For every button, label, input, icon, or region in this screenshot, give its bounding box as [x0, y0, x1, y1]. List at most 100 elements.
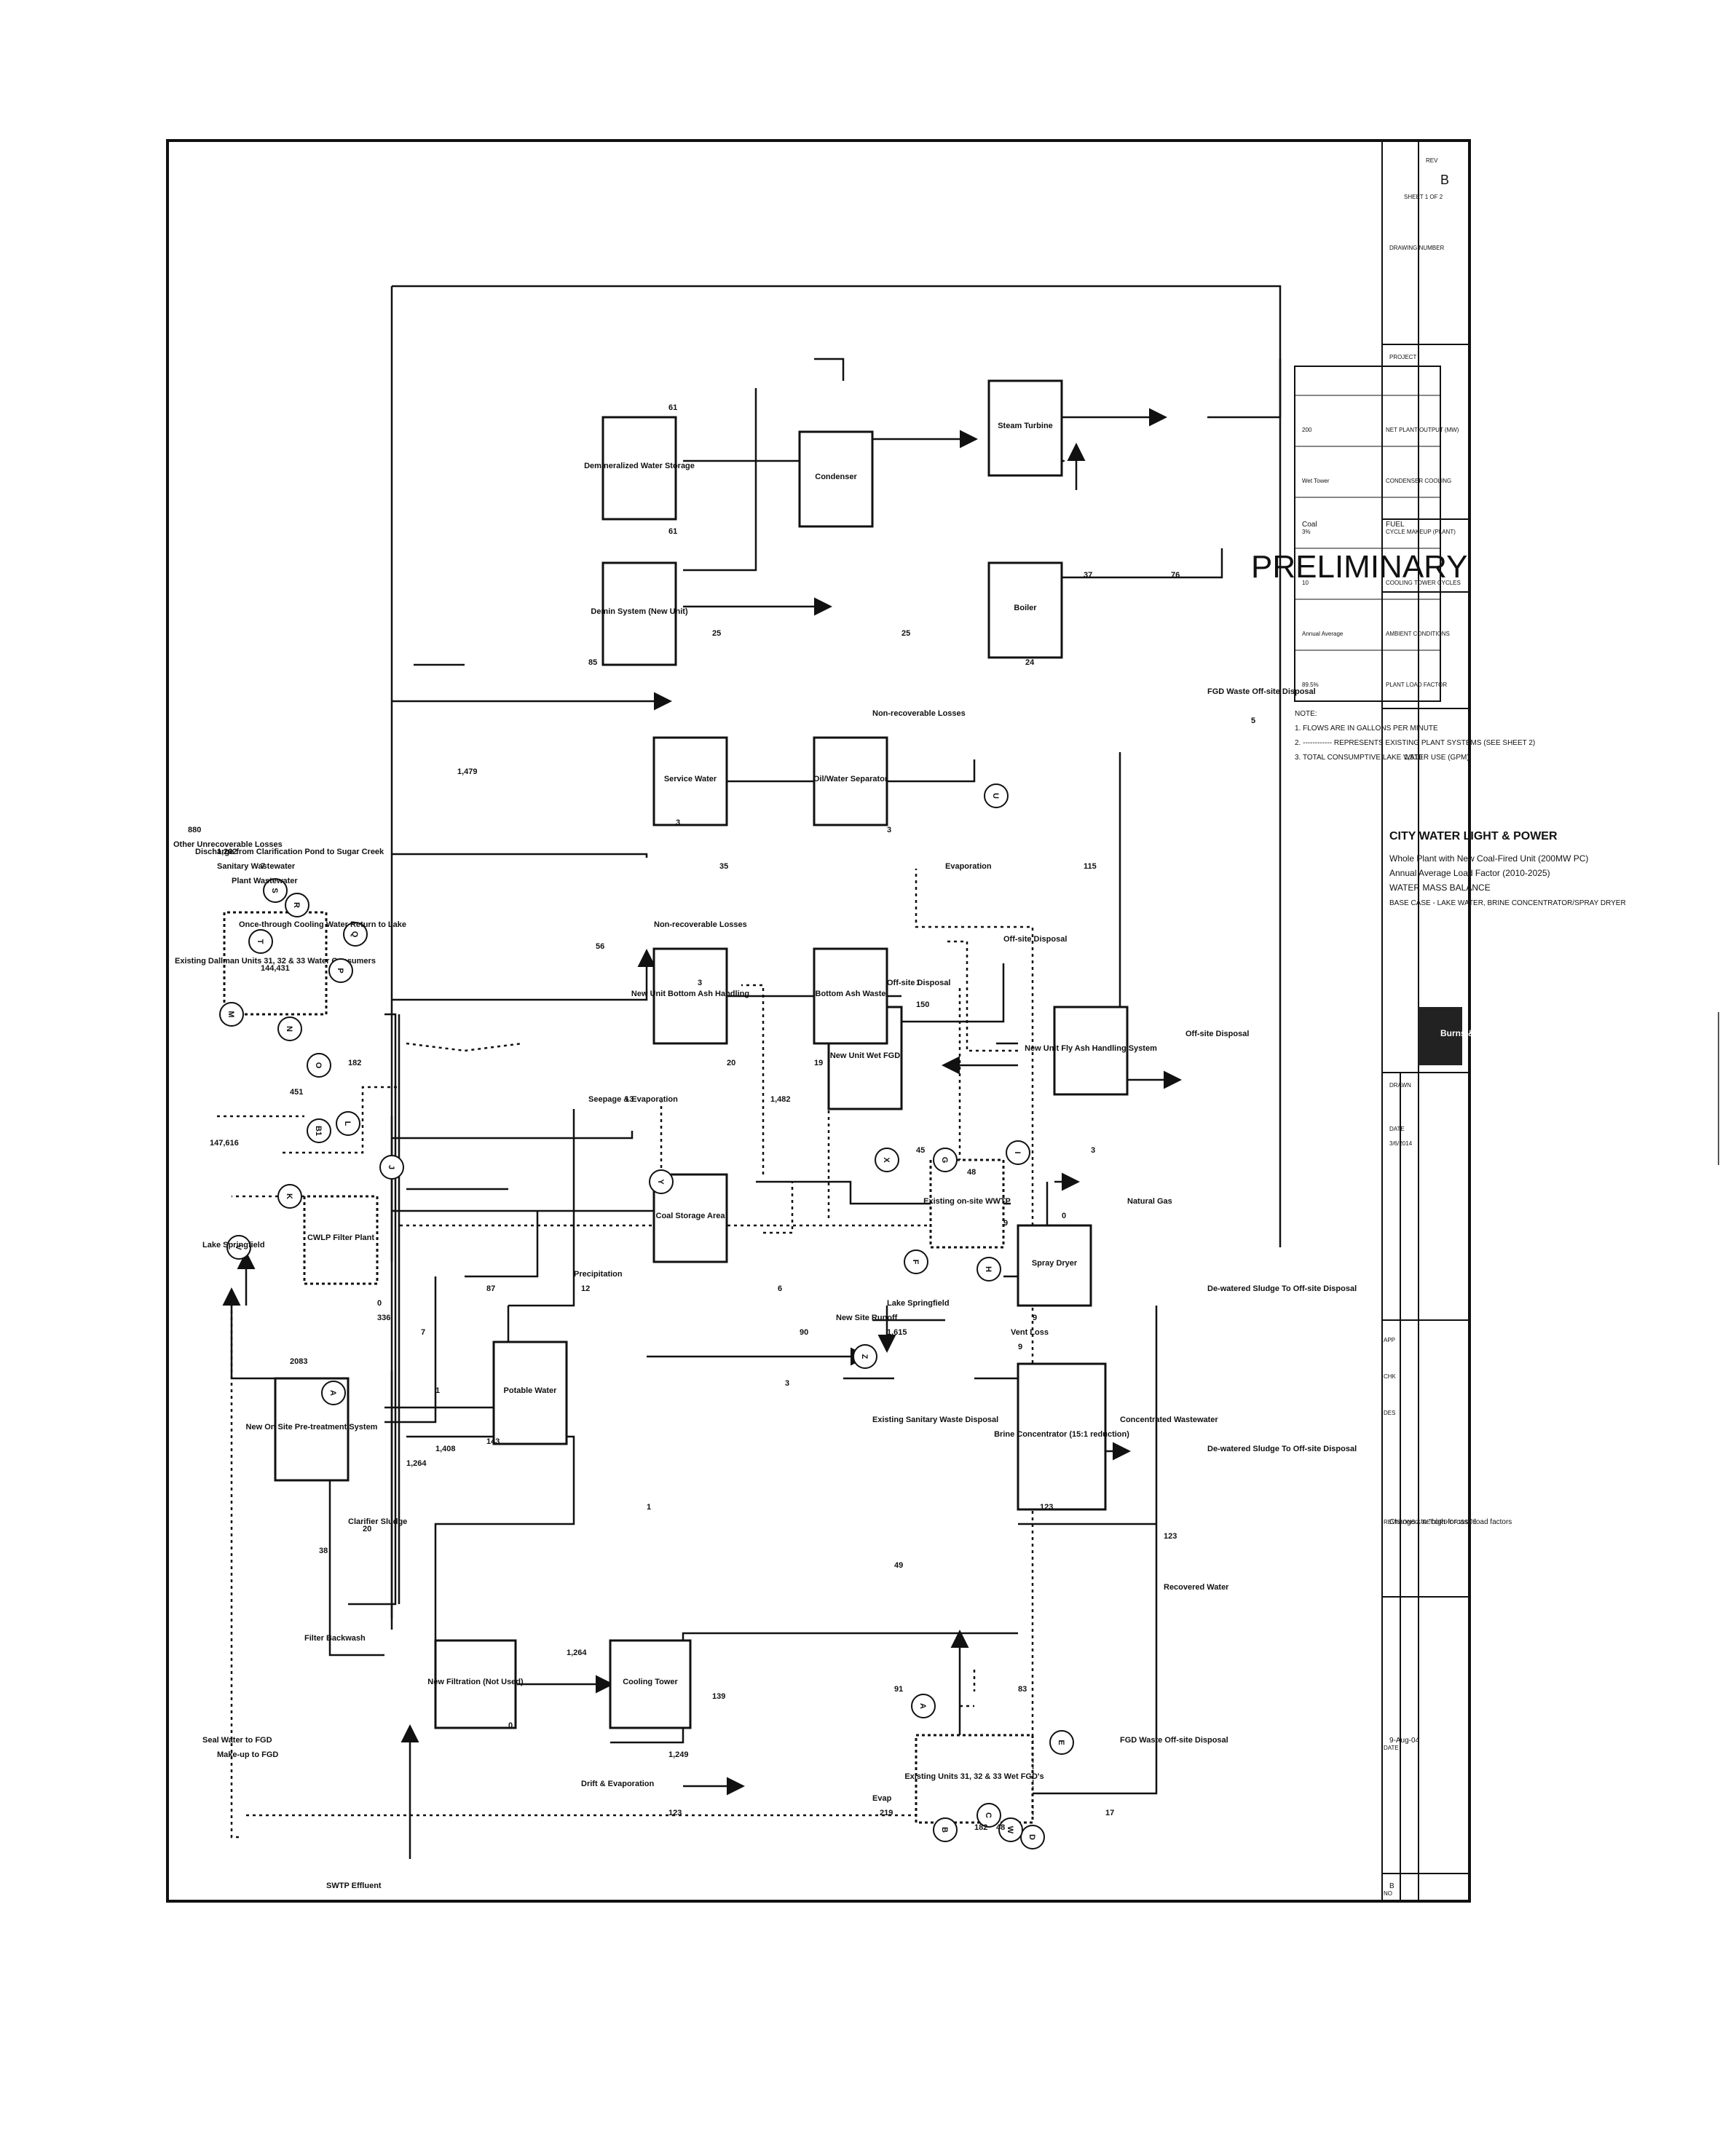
svg-text:Coal Storage Area: Coal Storage Area	[656, 1212, 726, 1220]
notes-title: NOTE:	[1295, 710, 1317, 718]
flow-value: 3	[676, 818, 680, 827]
connector-circle: I	[1006, 1140, 1030, 1165]
rev-label: REV	[1426, 157, 1438, 164]
flow-value: 13	[625, 1095, 634, 1104]
flow-value: 0	[508, 1721, 513, 1730]
flow-value: 12	[581, 1284, 590, 1293]
connector-circle: O	[307, 1053, 331, 1078]
connector-circle: J	[379, 1155, 404, 1180]
title-line-3: WATER MASS BALANCE	[1389, 883, 1491, 893]
fuel-table: FUEL Coal NET PLANT OUTPUT (MW) 200 COND…	[1294, 366, 1461, 702]
svg-text:Demin System (New Unit): Demin System (New Unit)	[591, 607, 688, 616]
flow-value: 1	[435, 1386, 440, 1395]
svg-text:H: H	[984, 1266, 993, 1272]
connector-circle: S	[263, 878, 288, 903]
filter-backwash-label: Filter Backwash	[304, 1634, 366, 1643]
connector-circle: H	[976, 1257, 1001, 1282]
drift-evaporation-label: Drift & Evaporation	[581, 1780, 655, 1788]
service-water-box: Service Water	[652, 736, 728, 826]
flow-value: 1	[647, 1503, 651, 1512]
svg-text:New Unit Wet FGD: New Unit Wet FGD	[830, 1051, 900, 1060]
vent-loss-label: Vent Loss	[1011, 1328, 1049, 1337]
brine-concentrator-box: Brine Concentrator (15:1 reduction)	[994, 1362, 1129, 1511]
flow-value: 3	[887, 826, 891, 834]
svg-text:O: O	[314, 1062, 323, 1069]
svg-text:A: A	[918, 1703, 927, 1709]
rev-value: B	[1440, 173, 1449, 187]
svg-text:Spray Dryer: Spray Dryer	[1032, 1259, 1078, 1268]
flow-value: 336	[377, 1314, 390, 1322]
sanitary-wastewater-label: Sanitary Wastewater	[217, 862, 296, 871]
flow-value: 25	[901, 629, 910, 638]
flow-value: 0	[377, 1299, 382, 1308]
flow-value: 1,202	[217, 848, 237, 856]
flow-value: 219	[880, 1809, 893, 1817]
connector-circle: T	[248, 929, 273, 954]
flow-value: 147,616	[210, 1139, 239, 1148]
svg-text:A: A	[328, 1390, 337, 1396]
connector-circle: A	[911, 1694, 936, 1718]
fuel-row-label: COOLING TOWER CYCLES	[1386, 580, 1461, 586]
connector-circle: F	[904, 1249, 928, 1274]
connector-circle: Y	[649, 1169, 674, 1194]
svg-text:CWLP Filter Plant: CWLP Filter Plant	[307, 1233, 374, 1242]
des-col-label: DES	[1384, 1410, 1395, 1416]
flow-value: 451	[290, 1088, 303, 1097]
flow-value: 9	[1003, 1219, 1008, 1228]
connector-circle: P	[328, 958, 353, 983]
client-name: CITY WATER LIGHT & POWER	[1389, 830, 1558, 842]
svg-text:M: M	[226, 1011, 235, 1017]
fuel-header-value: Coal	[1302, 521, 1317, 529]
date-value: 3/6/2014	[1389, 1140, 1413, 1147]
svg-text:Service Water: Service Water	[664, 775, 717, 783]
svg-text:D: D	[1027, 1834, 1036, 1840]
svg-text:G: G	[940, 1157, 949, 1164]
connector-circle: L	[336, 1111, 360, 1136]
connector-circle: R	[285, 893, 309, 917]
flow-value: 25	[712, 629, 721, 638]
title-block-text: CITY WATER LIGHT & POWER Whole Plant wit…	[1384, 157, 1626, 1897]
dewatered-sludge-1-label: De-watered Sludge To Off-site Disposal	[1207, 1445, 1357, 1453]
flow-value: 1,479	[457, 767, 478, 776]
sheet-label: SHEET 1 OF 2	[1404, 194, 1443, 200]
note-3: 3. TOTAL CONSUMPTIVE LAKE WATER USE (GPM…	[1295, 754, 1471, 762]
plant-wastewater-label: Plant Wastewater	[232, 877, 298, 885]
svg-text:I: I	[1013, 1151, 1022, 1153]
clarifier-sludge-label: Clarifier Sludge	[348, 1517, 407, 1526]
flow-value: 37	[1084, 571, 1092, 580]
seal-water-label: Seal Water to FGD	[202, 1736, 272, 1745]
flow-value: 90	[800, 1328, 808, 1337]
flow-value: 61	[668, 403, 677, 412]
flow-value: 35	[719, 862, 728, 871]
connector-circle: M	[219, 1002, 244, 1027]
flow-value: 0	[1062, 1212, 1066, 1220]
connector-circle: Z	[853, 1344, 877, 1369]
fuel-row-value: 200	[1302, 427, 1312, 433]
svg-text:C: C	[984, 1812, 993, 1818]
pretreatment-box: New On Site Pre-treatment System	[246, 1377, 378, 1482]
svg-text:Existing Dallman Units 31, 32: Existing Dallman Units 31, 32 & 33 Water…	[175, 957, 376, 966]
svg-text:T: T	[256, 939, 264, 944]
connector-circle: X	[875, 1148, 899, 1172]
seepage-label: Seepage & Evaporation	[588, 1095, 678, 1104]
connector-circle: W	[998, 1817, 1023, 1842]
flow-value: 1,615	[887, 1328, 907, 1337]
no-col-label: NO	[1384, 1890, 1392, 1897]
fly-ash-handling-box: New Unit Fly Ash Handling System	[1025, 1006, 1157, 1096]
concentrated-wastewater-label: Concentrated Wastewater	[1120, 1416, 1218, 1424]
drawn-label: DRAWN	[1389, 1082, 1411, 1089]
svg-text:R: R	[292, 902, 301, 908]
offsite-disposal-3-label: Off-site Disposal	[887, 979, 950, 987]
fuel-row-value: 3%	[1302, 529, 1311, 535]
flow-value: 2083	[290, 1357, 307, 1366]
flow-value: 7	[421, 1328, 425, 1337]
svg-text:New Unit Fly Ash Handling Syst: New Unit Fly Ash Handling System	[1025, 1044, 1157, 1053]
condenser-box: Condenser	[798, 430, 874, 528]
discharge-label: Discharge from Clarification Pond to Sug…	[195, 848, 384, 856]
svg-text:L: L	[343, 1121, 352, 1126]
makeup-fgd-label: Make-up to FGD	[217, 1750, 278, 1759]
fgd-waste-new-label: FGD Waste Off-site Disposal	[1207, 687, 1316, 696]
other-losses-label: Other Unrecoverable Losses	[173, 840, 283, 849]
title-line-1: Whole Plant with New Coal-Fired Unit (20…	[1389, 853, 1588, 864]
svg-text:Z: Z	[860, 1354, 869, 1359]
